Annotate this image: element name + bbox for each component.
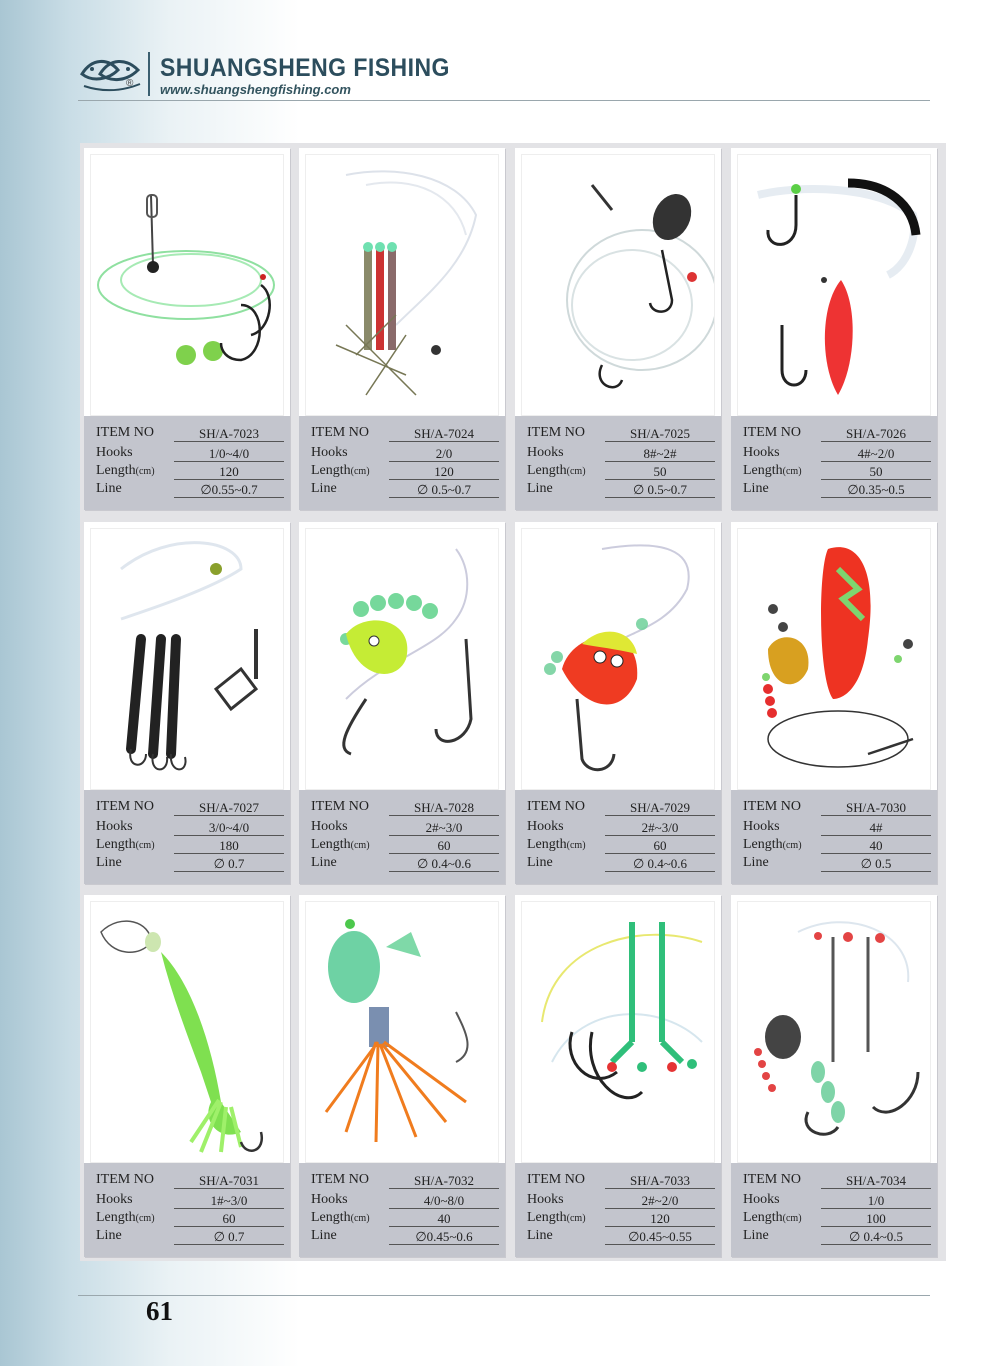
product-image [90, 528, 284, 790]
item-no-value: SH/A-7025 [605, 426, 715, 442]
line-value: ∅ 0.4~0.5 [821, 1229, 931, 1245]
length-value: 60 [605, 838, 715, 854]
page-header: ® SHUANGSHENG FISHING www.shuangshengfis… [78, 50, 930, 102]
item-no-value: SH/A-7033 [605, 1173, 715, 1189]
item-no-value: SH/A-7032 [389, 1173, 499, 1189]
brand-name: SHUANGSHENG FISHING [160, 54, 450, 82]
line-value: ∅0.35~0.5 [821, 482, 931, 498]
line-value: ∅ 0.5~0.7 [605, 482, 715, 498]
hooks-value: 1/0 [821, 1193, 931, 1209]
length-value: 40 [389, 1211, 499, 1227]
hooks-value: 4#~2/0 [821, 446, 931, 462]
product-image [90, 154, 284, 416]
product-image [521, 154, 715, 416]
header-rule [78, 100, 930, 101]
website-link[interactable]: www.shuangshengfishing.com [160, 82, 351, 97]
length-value: 120 [389, 464, 499, 480]
length-value: 40 [821, 838, 931, 854]
hooks-value: 1#~3/0 [174, 1193, 284, 1209]
hooks-value: 2#~3/0 [389, 820, 499, 836]
item-no-value: SH/A-7023 [174, 426, 284, 442]
logo-divider [148, 52, 150, 96]
spec-line: Line ∅0.55~0.7 [96, 480, 284, 498]
length-value: 120 [605, 1211, 715, 1227]
line-value: ∅ 0.4~0.6 [389, 856, 499, 872]
fish-logo-icon [80, 60, 141, 92]
length-value: 60 [174, 1211, 284, 1227]
product-image [737, 901, 931, 1163]
hooks-value: 4# [821, 820, 931, 836]
item-no-value: SH/A-7024 [389, 426, 499, 442]
length-value: 60 [389, 838, 499, 854]
product-specs: ITEM NO SH/A-7023 Hooks 1/0~4/0 Length(c… [84, 416, 290, 510]
item-no-value: SH/A-7034 [821, 1173, 931, 1189]
item-no-value: SH/A-7030 [821, 800, 931, 816]
product-image [305, 528, 499, 790]
length-value: 100 [821, 1211, 931, 1227]
item-no-value: SH/A-7029 [605, 800, 715, 816]
line-value: ∅ 0.7 [174, 856, 284, 872]
spec-hooks: Hooks 1/0~4/0 [96, 444, 284, 462]
hooks-value: 2/0 [389, 446, 499, 462]
product-grid: ITEM NO SH/A-7023 Hooks 1/0~4/0 Length(c… [80, 143, 946, 1261]
hooks-value: 4/0~8/0 [389, 1193, 499, 1209]
line-value: ∅0.55~0.7 [174, 482, 284, 498]
product-image [737, 528, 931, 790]
footer-rule [78, 1295, 930, 1296]
hooks-value: 3/0~4/0 [174, 820, 284, 836]
line-value: ∅ 0.5~0.7 [389, 482, 499, 498]
item-no-value: SH/A-7027 [174, 800, 284, 816]
item-no-value: SH/A-7026 [821, 426, 931, 442]
page-number: 61 [146, 1296, 173, 1326]
product-image [737, 154, 931, 416]
product-image [305, 901, 499, 1163]
length-value: 50 [821, 464, 931, 480]
hooks-value: 1/0~4/0 [174, 446, 284, 462]
line-value: ∅ 0.4~0.6 [605, 856, 715, 872]
line-value: ∅0.45~0.6 [389, 1229, 499, 1245]
item-no-value: SH/A-7031 [174, 1173, 284, 1189]
line-value: ∅ 0.5 [821, 856, 931, 872]
product-image [521, 528, 715, 790]
item-no-value: SH/A-7028 [389, 800, 499, 816]
product-image [305, 154, 499, 416]
registered-mark: ® [126, 78, 134, 89]
line-value: ∅ 0.7 [174, 1229, 284, 1245]
line-value: ∅0.45~0.55 [605, 1229, 715, 1245]
hooks-value: 8#~2# [605, 446, 715, 462]
product-image [90, 901, 284, 1163]
length-value: 180 [174, 838, 284, 854]
hooks-value: 2#~2/0 [605, 1193, 715, 1209]
product-image [521, 901, 715, 1163]
length-value: 120 [174, 464, 284, 480]
spec-length: Length(cm) 120 [96, 462, 284, 480]
spec-item-no: ITEM NO SH/A-7023 [96, 424, 284, 442]
length-value: 50 [605, 464, 715, 480]
hooks-value: 2#~3/0 [605, 820, 715, 836]
product-card[interactable]: ITEM NO SH/A-7023 Hooks 1/0~4/0 Length(c… [84, 148, 290, 510]
